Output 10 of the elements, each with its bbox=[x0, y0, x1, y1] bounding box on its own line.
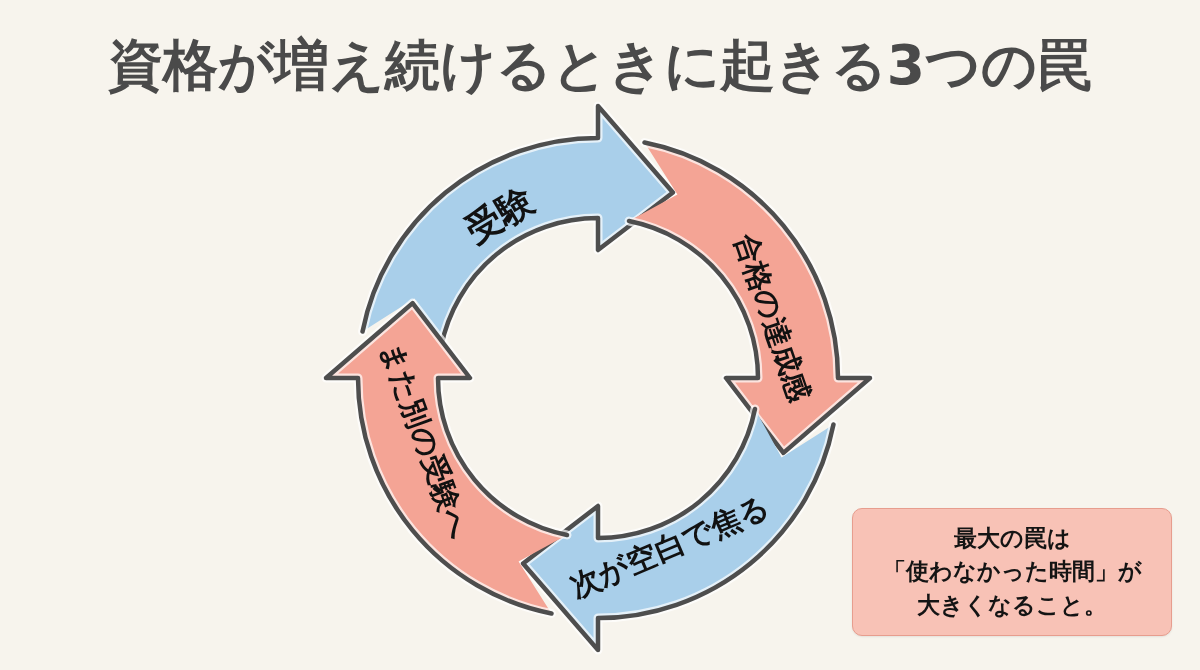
title: 資格が増え続けるときに起きる3つの罠 bbox=[107, 32, 1093, 98]
step-label: 合格の達成感 bbox=[727, 229, 817, 407]
step-label: また別の受験へ bbox=[374, 337, 477, 544]
note-card bbox=[852, 508, 1172, 636]
cycle-step bbox=[625, 138, 874, 457]
step-label: 次が空白で焦る bbox=[565, 489, 775, 605]
cycle-step bbox=[322, 299, 571, 618]
step-label: 受験 bbox=[458, 178, 542, 252]
note-text: 最大の罠は「使わなかった時間」が大きくなること。 bbox=[881, 524, 1143, 620]
cycle-step bbox=[519, 405, 838, 654]
